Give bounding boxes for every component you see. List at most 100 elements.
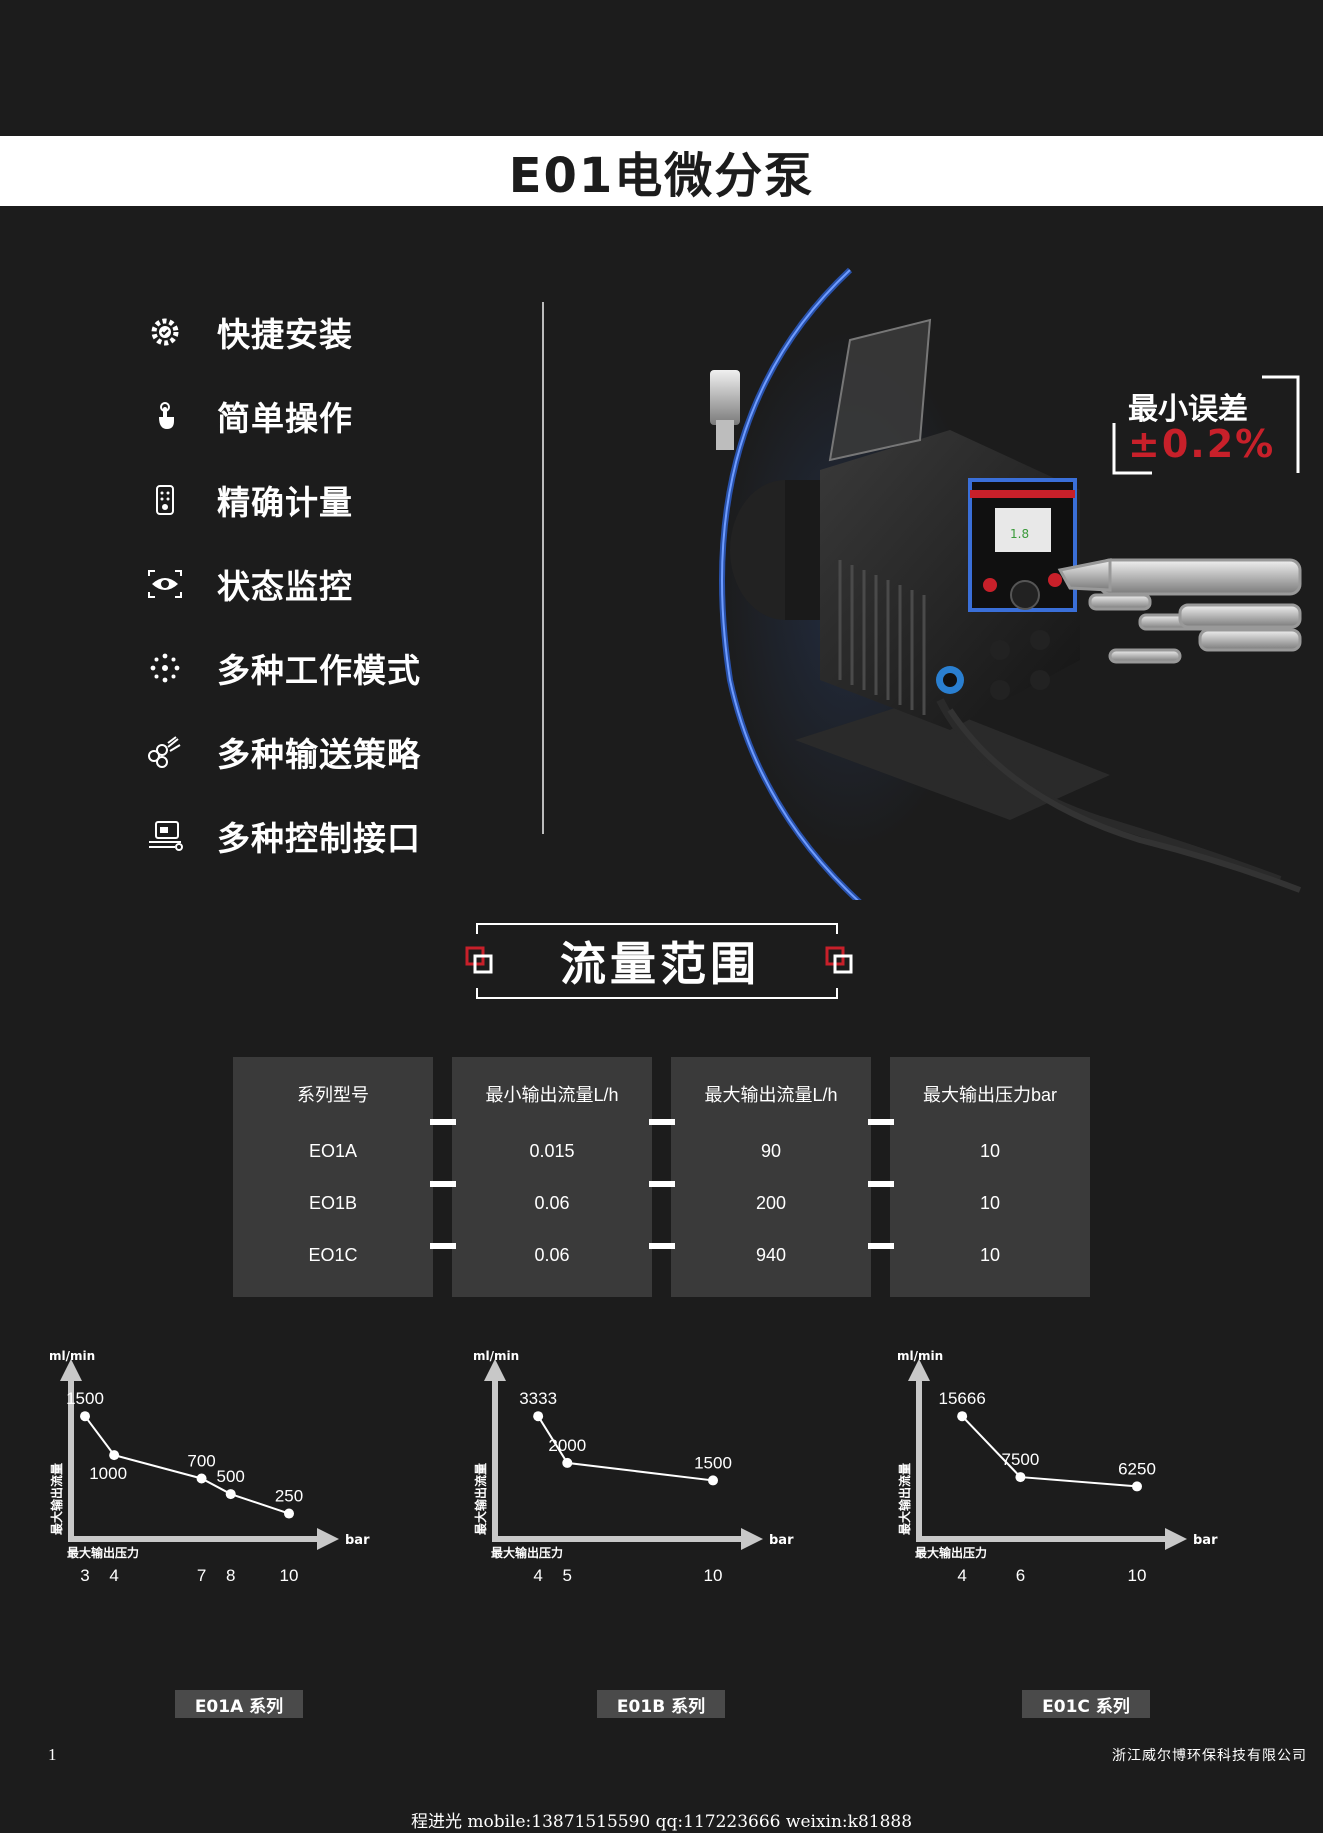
y-axis-arrow bbox=[484, 1359, 506, 1381]
data-label: 6250 bbox=[1118, 1459, 1156, 1478]
y-axis-title: 最大输出流量 bbox=[473, 1463, 488, 1535]
section-title-block: 流量范围 bbox=[465, 922, 855, 1000]
table-connector bbox=[649, 1243, 675, 1249]
y-axis-arrow bbox=[908, 1359, 930, 1381]
spec-column-model: 系列型号 EO1A EO1B EO1C bbox=[233, 1057, 433, 1297]
x-tick-label: 4 bbox=[109, 1566, 118, 1585]
data-label: 1500 bbox=[694, 1453, 732, 1472]
feature-label: 多种控制接口 bbox=[217, 819, 421, 858]
data-label: 15666 bbox=[939, 1389, 986, 1408]
spec-cell: 0.06 bbox=[534, 1193, 570, 1213]
feature-item: 精确计量 bbox=[145, 458, 421, 542]
data-point bbox=[284, 1508, 294, 1519]
data-label: 2000 bbox=[548, 1436, 586, 1455]
table-connector bbox=[868, 1181, 894, 1187]
data-point bbox=[562, 1457, 573, 1468]
feature-label: 多种输送策略 bbox=[217, 735, 421, 774]
spec-cell: 940 bbox=[755, 1245, 787, 1265]
feature-label: 快捷安装 bbox=[217, 315, 353, 354]
feature-label: 精确计量 bbox=[217, 483, 353, 522]
feature-label: 多种工作模式 bbox=[217, 651, 421, 690]
data-point bbox=[225, 1489, 236, 1500]
spec-cell: EO1A bbox=[308, 1141, 358, 1161]
data-point bbox=[1132, 1481, 1142, 1492]
feature-item: 多种控制接口 bbox=[145, 794, 421, 878]
hand-touch-icon bbox=[145, 396, 185, 436]
table-connector bbox=[868, 1243, 894, 1249]
feature-list: 快捷安装 简单操作 精确计量 状态监控 多种工作模式 多种输送策略 多种控制 bbox=[145, 290, 421, 878]
feature-item: 简单操作 bbox=[145, 374, 421, 458]
x-axis-arrow bbox=[317, 1528, 339, 1550]
error-badge-value: ±0.2% bbox=[1128, 422, 1276, 466]
data-point bbox=[533, 1411, 544, 1422]
section-frame bbox=[465, 923, 853, 999]
x-axis-arrow bbox=[1165, 1528, 1187, 1550]
spec-cell: 0.06 bbox=[534, 1245, 570, 1265]
spec-column-max-flow: 最大输出流量L/h 90 200 940 bbox=[671, 1057, 871, 1297]
x-tick-label: 10 bbox=[1128, 1566, 1147, 1585]
title-band: E01电微分泵 bbox=[0, 136, 1323, 206]
feature-label: 状态监控 bbox=[217, 567, 353, 606]
dots-circle-icon bbox=[145, 648, 185, 688]
data-point bbox=[1015, 1472, 1026, 1483]
eye-monitor-icon bbox=[145, 564, 185, 604]
x-unit-label: bar bbox=[1193, 1533, 1218, 1548]
x-axis-arrow bbox=[741, 1528, 763, 1550]
chart-series-label: E01C 系列 bbox=[1022, 1690, 1150, 1718]
x-tick-label: 10 bbox=[704, 1566, 723, 1585]
table-connector bbox=[649, 1119, 675, 1125]
table-connector bbox=[649, 1181, 675, 1187]
data-label: 250 bbox=[275, 1487, 303, 1506]
feature-item: 快捷安装 bbox=[145, 290, 421, 374]
x-tick-label: 5 bbox=[563, 1566, 572, 1585]
spec-column-min-flow: 最小输出流量L/h 0.015 0.06 0.06 bbox=[452, 1057, 652, 1297]
data-point bbox=[109, 1450, 120, 1461]
svg-text:1.8: 1.8 bbox=[1010, 527, 1029, 541]
divider-line bbox=[542, 302, 544, 834]
spec-header: 最大输出流量L/h bbox=[704, 1085, 838, 1105]
x-unit-label: bar bbox=[345, 1533, 370, 1548]
company-name: 浙江威尔博环保科技有限公司 bbox=[1112, 1748, 1307, 1764]
spec-column-max-pressure: 最大输出压力bar 10 10 10 bbox=[890, 1057, 1090, 1297]
chart-series-label: E01B 系列 bbox=[597, 1690, 725, 1718]
x-tick-label: 8 bbox=[226, 1566, 235, 1585]
spec-cell: EO1B bbox=[308, 1193, 358, 1213]
spec-header: 系列型号 bbox=[297, 1085, 369, 1105]
computer-interface-icon bbox=[145, 816, 185, 856]
x-axis-title: 最大输出压力 bbox=[915, 1545, 987, 1560]
data-label: 700 bbox=[187, 1451, 215, 1470]
gear-check-icon bbox=[145, 312, 185, 352]
x-tick-label: 7 bbox=[197, 1566, 206, 1585]
spec-cell: 10 bbox=[979, 1193, 1001, 1213]
table-connector bbox=[430, 1119, 456, 1125]
data-point bbox=[196, 1473, 207, 1484]
spec-cell: 10 bbox=[979, 1245, 1001, 1265]
page-title: E01电微分泵 bbox=[508, 148, 815, 204]
data-label: 1000 bbox=[89, 1464, 127, 1483]
spec-table: 系列型号 EO1A EO1B EO1C 最小输出流量L/h 0.015 0.06… bbox=[233, 1057, 1091, 1297]
spec-cell: 10 bbox=[979, 1141, 1001, 1161]
chart-series-label: E01A 系列 bbox=[175, 1690, 303, 1718]
x-tick-label: 6 bbox=[1016, 1566, 1025, 1585]
y-axis-title: 最大输出流量 bbox=[897, 1463, 912, 1535]
feature-item: 多种输送策略 bbox=[145, 710, 421, 794]
x-tick-label: 3 bbox=[80, 1566, 89, 1585]
y-unit-label: ml/min bbox=[49, 1349, 95, 1363]
spec-cell: EO1C bbox=[308, 1245, 358, 1265]
feature-label: 简单操作 bbox=[217, 399, 353, 438]
spec-cell: 200 bbox=[755, 1193, 787, 1213]
spec-header: 最小输出流量L/h bbox=[485, 1085, 619, 1105]
contact-line: 程进光 mobile:13871515590 qq:117223666 weix… bbox=[410, 1812, 913, 1832]
feature-item: 多种工作模式 bbox=[145, 626, 421, 710]
table-connector bbox=[430, 1243, 456, 1249]
data-point bbox=[957, 1411, 968, 1422]
table-connector bbox=[868, 1119, 894, 1125]
spec-cell: 0.015 bbox=[529, 1141, 575, 1161]
y-axis-title: 最大输出流量 bbox=[49, 1463, 64, 1535]
